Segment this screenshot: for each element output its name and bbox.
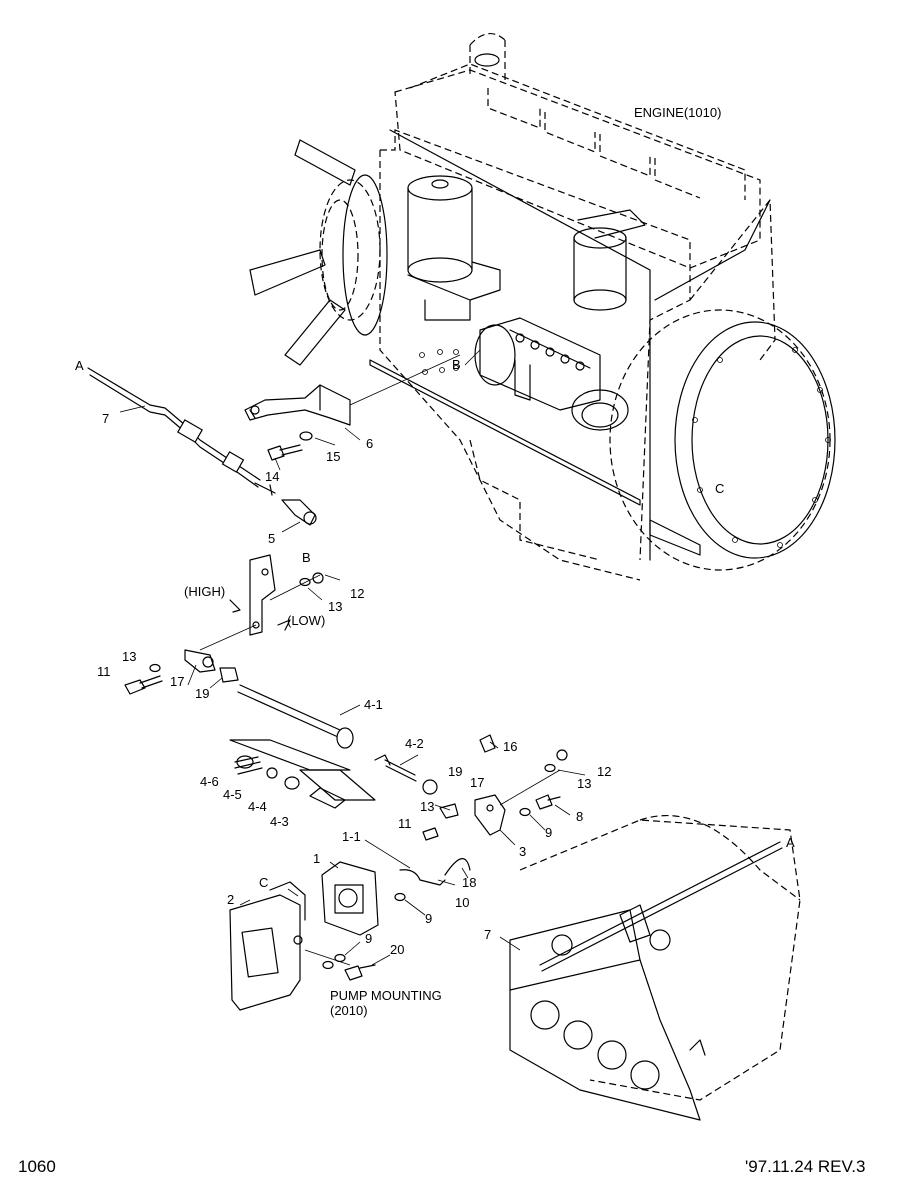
oil-filter — [407, 175, 501, 321]
injection-pump — [474, 317, 629, 431]
part-12-b: 12 — [597, 764, 612, 779]
lever-assembly — [229, 554, 291, 636]
part-7-left: 7 — [102, 411, 110, 426]
part-19-a: 19 — [195, 686, 210, 701]
part-5: 5 — [268, 531, 276, 546]
part-17-a: 17 — [170, 674, 185, 689]
part-9-a: 9 — [545, 825, 553, 840]
engine-label: ENGINE(1010) — [634, 105, 722, 120]
part-4-3: 4-3 — [270, 814, 289, 829]
nut-12-a — [312, 572, 324, 584]
rod-4-1 — [237, 684, 354, 749]
part-4-2: 4-2 — [405, 736, 424, 751]
part-16: 16 — [503, 739, 518, 754]
spring-kit — [229, 739, 376, 809]
pump-mounting-ref-label: (2010) — [330, 1003, 368, 1018]
governor-housing-1 — [321, 861, 379, 936]
pump-mounting-label: PUMP MOUNTING — [330, 988, 442, 1003]
part-4-4: 4-4 — [248, 799, 267, 814]
part-9-b: 9 — [425, 911, 433, 926]
ref-c-engine: C — [715, 481, 725, 496]
flywheel-housing — [609, 309, 836, 571]
part-4-1: 4-1 — [364, 697, 383, 712]
part-10: 10 — [455, 895, 470, 910]
engine-assembly — [249, 33, 836, 581]
part-9-c: 9 — [365, 931, 373, 946]
part-4-5: 4-5 — [223, 787, 242, 802]
bolt-4-2 — [374, 754, 417, 782]
cooling-fan — [249, 139, 388, 366]
cab-assembly — [509, 814, 801, 1121]
lever-3 — [474, 794, 506, 836]
arm-1-1 — [399, 869, 446, 886]
part-4-6: 4-6 — [200, 774, 219, 789]
part-1: 1 — [313, 851, 321, 866]
ref-a-top: A — [75, 358, 84, 373]
part-6: 6 — [366, 436, 374, 451]
part-8: 8 — [576, 809, 584, 824]
page-number: 1060 — [18, 1157, 56, 1176]
leader-lines — [119, 349, 586, 966]
high-label: (HIGH) — [184, 584, 226, 599]
part-12-a: 12 — [350, 586, 365, 601]
part-11-b: 11 — [398, 816, 412, 831]
revision-note: '97.11.24 REV.3 — [745, 1157, 866, 1176]
bolt-14 — [267, 444, 303, 461]
washer-13-a — [299, 577, 311, 587]
ref-b-engine: B — [452, 357, 461, 372]
ref-a-right: A — [786, 835, 795, 850]
part-11-a: 11 — [97, 664, 111, 679]
part-18: 18 — [462, 875, 477, 890]
part-1-1: 1-1 — [342, 829, 361, 844]
cable-7 — [87, 367, 276, 496]
low-label: (LOW) — [287, 613, 326, 628]
part-13-d: 13 — [577, 776, 592, 791]
cable-7-cab — [539, 841, 783, 972]
part-15: 15 — [326, 449, 341, 464]
bracket-2 — [229, 881, 306, 1011]
part-2: 2 — [227, 892, 235, 907]
ref-c-pump: C — [259, 875, 269, 890]
fuel-filter — [573, 209, 646, 311]
washer-15 — [299, 431, 313, 441]
part-13-c: 13 — [420, 799, 435, 814]
part-19-b: 19 — [448, 764, 463, 779]
ref-b-bracket: B — [302, 550, 311, 565]
rod-end-5 — [281, 499, 317, 526]
pin-16 — [479, 734, 496, 753]
part-14: 14 — [265, 469, 280, 484]
part-20: 20 — [390, 942, 405, 957]
part-3: 3 — [519, 844, 527, 859]
part-17-b: 17 — [470, 775, 485, 790]
part-7-right: 7 — [484, 927, 492, 942]
part-13-b: 13 — [122, 649, 137, 664]
bracket-6 — [244, 384, 351, 426]
part-13-a: 13 — [328, 599, 343, 614]
